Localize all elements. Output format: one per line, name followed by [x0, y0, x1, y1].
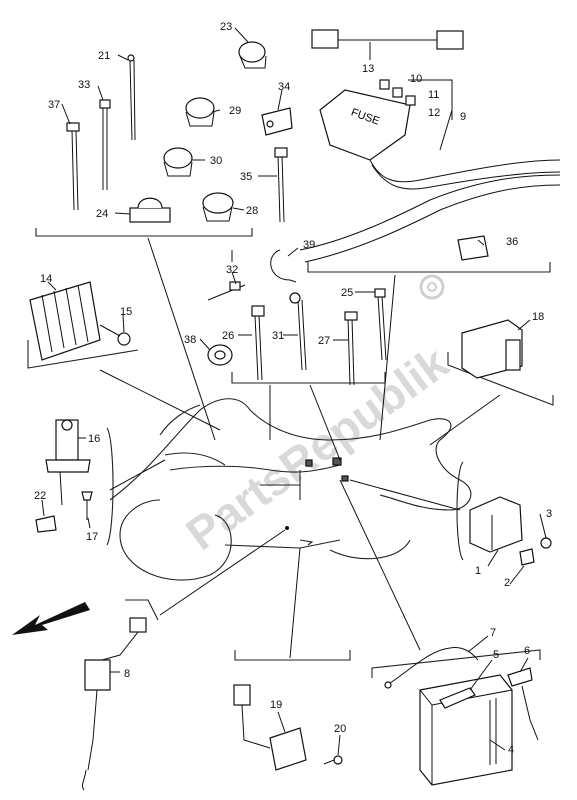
part-36-holder — [457, 235, 489, 261]
callout-20: 20 — [334, 723, 346, 735]
part-32-clip — [207, 281, 246, 301]
callout-26: 26 — [222, 330, 234, 342]
part-20-screw — [323, 755, 343, 765]
callout-23: 23 — [220, 21, 232, 33]
part-31-cable-tie — [289, 292, 307, 371]
callout-33: 33 — [78, 79, 90, 91]
part-37-cable-tie — [66, 122, 80, 211]
callout-37: 37 — [48, 99, 60, 111]
part-7-battery-cable — [384, 647, 479, 689]
watermark: PartsRepublik — [177, 336, 458, 560]
callout-leaders — [41, 27, 547, 756]
part-21-cable-tie — [127, 54, 136, 141]
callout-28: 28 — [246, 205, 258, 217]
callout-25: 25 — [341, 287, 353, 299]
callout-4: 4 — [508, 744, 514, 756]
callout-8: 8 — [124, 668, 130, 680]
part-5-battery-band — [439, 687, 476, 709]
part-22-cap — [35, 515, 57, 533]
part-38-grommet — [207, 344, 233, 366]
callout-27: 27 — [318, 335, 330, 347]
callout-16: 16 — [88, 433, 100, 445]
part-35-cable-tie — [274, 147, 288, 223]
leader-lines — [99, 237, 501, 659]
part-26-cable-tie — [251, 305, 265, 381]
part-14-rectifier-regulator — [29, 281, 101, 361]
watermark-text: PartsRepublik — [177, 336, 458, 560]
part-15-bolt — [99, 324, 131, 346]
part-6-battery-terminal — [507, 667, 539, 741]
part-17-screw — [81, 491, 93, 520]
callout-35: 35 — [240, 171, 252, 183]
part-39-hook — [270, 249, 297, 283]
part-1-starter-relay — [469, 496, 523, 553]
part-23-clamp — [238, 41, 267, 69]
callout-38: 38 — [184, 334, 196, 346]
callout-14: 14 — [40, 273, 52, 285]
callout-17: 17 — [86, 531, 98, 543]
part-3-bolt — [540, 537, 552, 549]
callout-12: 12 — [428, 107, 440, 119]
callout-24: 24 — [96, 208, 108, 220]
part-27-cable-tie — [344, 311, 358, 386]
callout-15: 15 — [120, 306, 132, 318]
part-9-fuse-box: FUSE — [299, 79, 561, 263]
callout-1: 1 — [475, 565, 481, 577]
front-direction-arrow-icon — [12, 602, 90, 635]
part-30-clamp — [163, 147, 193, 177]
callout-2: 2 — [504, 577, 510, 589]
callout-9: 9 — [460, 111, 466, 123]
part-16-main-switch — [45, 419, 91, 506]
callout-22: 22 — [34, 490, 46, 502]
callout-10: 10 — [410, 73, 422, 85]
callout-6: 6 — [524, 645, 530, 657]
frame-point-right — [341, 475, 349, 482]
callout-36: 36 — [506, 236, 518, 248]
part-33-cable-tie — [99, 99, 111, 190]
callout-29: 29 — [229, 105, 241, 117]
callout-34: 34 — [278, 81, 290, 93]
part-25-cable-tie — [374, 288, 387, 361]
group-brackets — [27, 228, 554, 678]
part-2-cover — [519, 548, 535, 566]
callout-19: 19 — [270, 699, 282, 711]
callout-7: 7 — [490, 627, 496, 639]
part-8-sidestand-switch — [81, 617, 147, 791]
frame-point-center — [332, 457, 342, 466]
callout-3: 3 — [546, 508, 552, 520]
callout-13: 13 — [362, 63, 374, 75]
callout-labels: 1 2 3 4 5 6 7 8 9 10 11 12 13 14 15 16 1… — [34, 21, 552, 756]
part-29-clamp — [185, 97, 215, 127]
callout-5: 5 — [493, 649, 499, 661]
part-34-holder — [261, 107, 293, 136]
part-13-connector — [311, 29, 464, 60]
callout-32: 32 — [226, 264, 238, 276]
callout-21: 21 — [98, 50, 110, 62]
callout-30: 30 — [210, 155, 222, 167]
gear-watermark-icon — [419, 274, 445, 300]
callout-18: 18 — [532, 311, 544, 323]
frame-point-left — [305, 459, 313, 467]
part-28-clamp — [202, 192, 234, 222]
callout-39: 39 — [303, 239, 315, 251]
callout-31: 31 — [272, 330, 284, 342]
part-24-clamp — [129, 197, 171, 223]
callout-11: 11 — [428, 89, 439, 101]
part-18-relay — [461, 319, 523, 379]
part-19-switch — [233, 684, 307, 771]
